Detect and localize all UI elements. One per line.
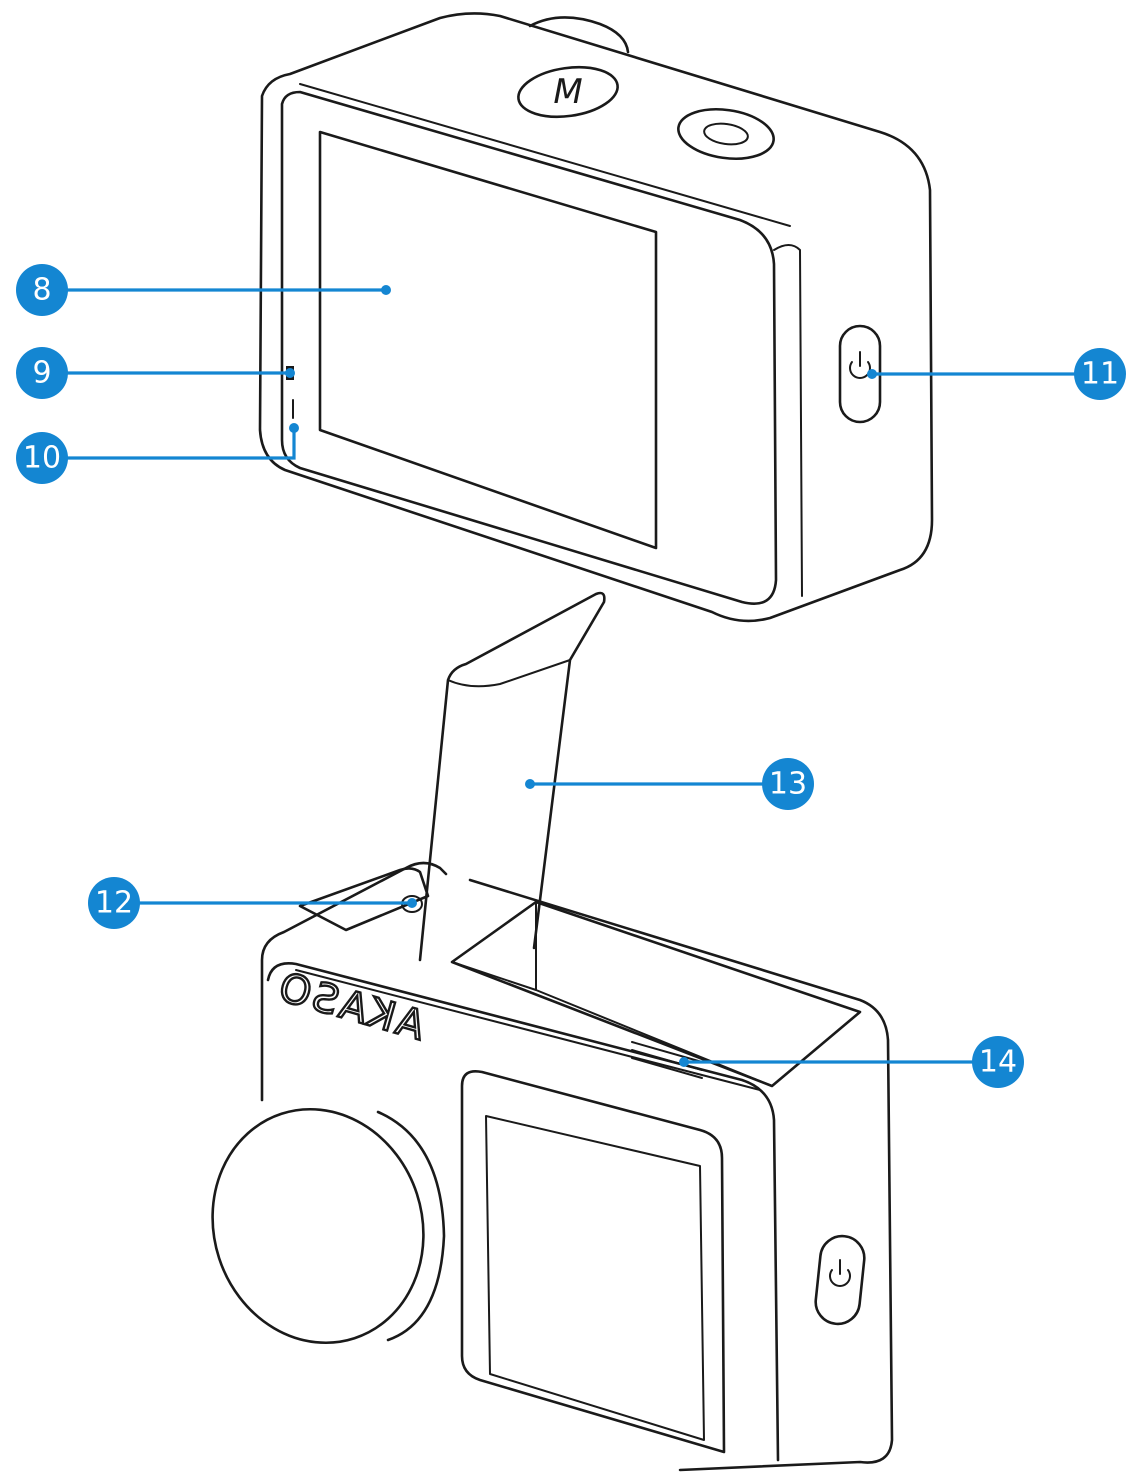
side-port	[298, 867, 430, 932]
callout-label-14: 14	[979, 1045, 1017, 1080]
callout-9: 9	[16, 347, 295, 399]
callout-14: 14	[679, 1036, 1024, 1088]
rear-top-knob	[528, 16, 630, 54]
battery-contacts	[631, 1041, 703, 1079]
front-power-button[interactable]	[814, 1234, 867, 1326]
front-inner-rim	[295, 969, 761, 1091]
brand-logo-text: AKASO	[271, 963, 430, 1049]
rear-side-edge	[773, 244, 803, 597]
camera-rear-view: M	[258, 12, 934, 623]
battery-door-edge	[447, 659, 571, 688]
front-screen	[485, 1115, 705, 1441]
callout-label-12: 12	[95, 886, 133, 921]
shutter-button-icon[interactable]	[675, 104, 777, 165]
camera-front-view: AKASO	[211, 591, 894, 1472]
callout-label-11: 11	[1081, 357, 1119, 392]
callout-label-10: 10	[23, 441, 61, 476]
battery-compartment-inner	[451, 901, 773, 1087]
callout-10: 10	[16, 423, 299, 484]
battery-door-open	[418, 591, 606, 962]
rear-top-edge	[299, 83, 791, 227]
power-icon	[849, 351, 871, 379]
rear-face-outline	[280, 90, 778, 605]
mode-m-icon[interactable]: M	[515, 61, 621, 122]
front-face-outline	[266, 962, 780, 1462]
callout-label-8: 8	[32, 273, 51, 308]
callout-12: 12	[88, 877, 417, 929]
rear-touch-screen	[318, 130, 658, 550]
mode-button-glyph: M	[553, 72, 582, 112]
battery-compartment	[450, 900, 862, 1088]
callout-13: 13	[525, 758, 814, 810]
callout-8: 8	[16, 264, 391, 316]
front-body-outline	[260, 861, 894, 1472]
callout-label-9: 9	[32, 356, 51, 391]
rear-body-outline	[258, 12, 934, 623]
callout-label-13: 13	[769, 767, 807, 802]
lens-icon	[211, 1107, 446, 1345]
front-screen-frame	[460, 1070, 726, 1454]
callout-11: 11	[867, 348, 1126, 400]
